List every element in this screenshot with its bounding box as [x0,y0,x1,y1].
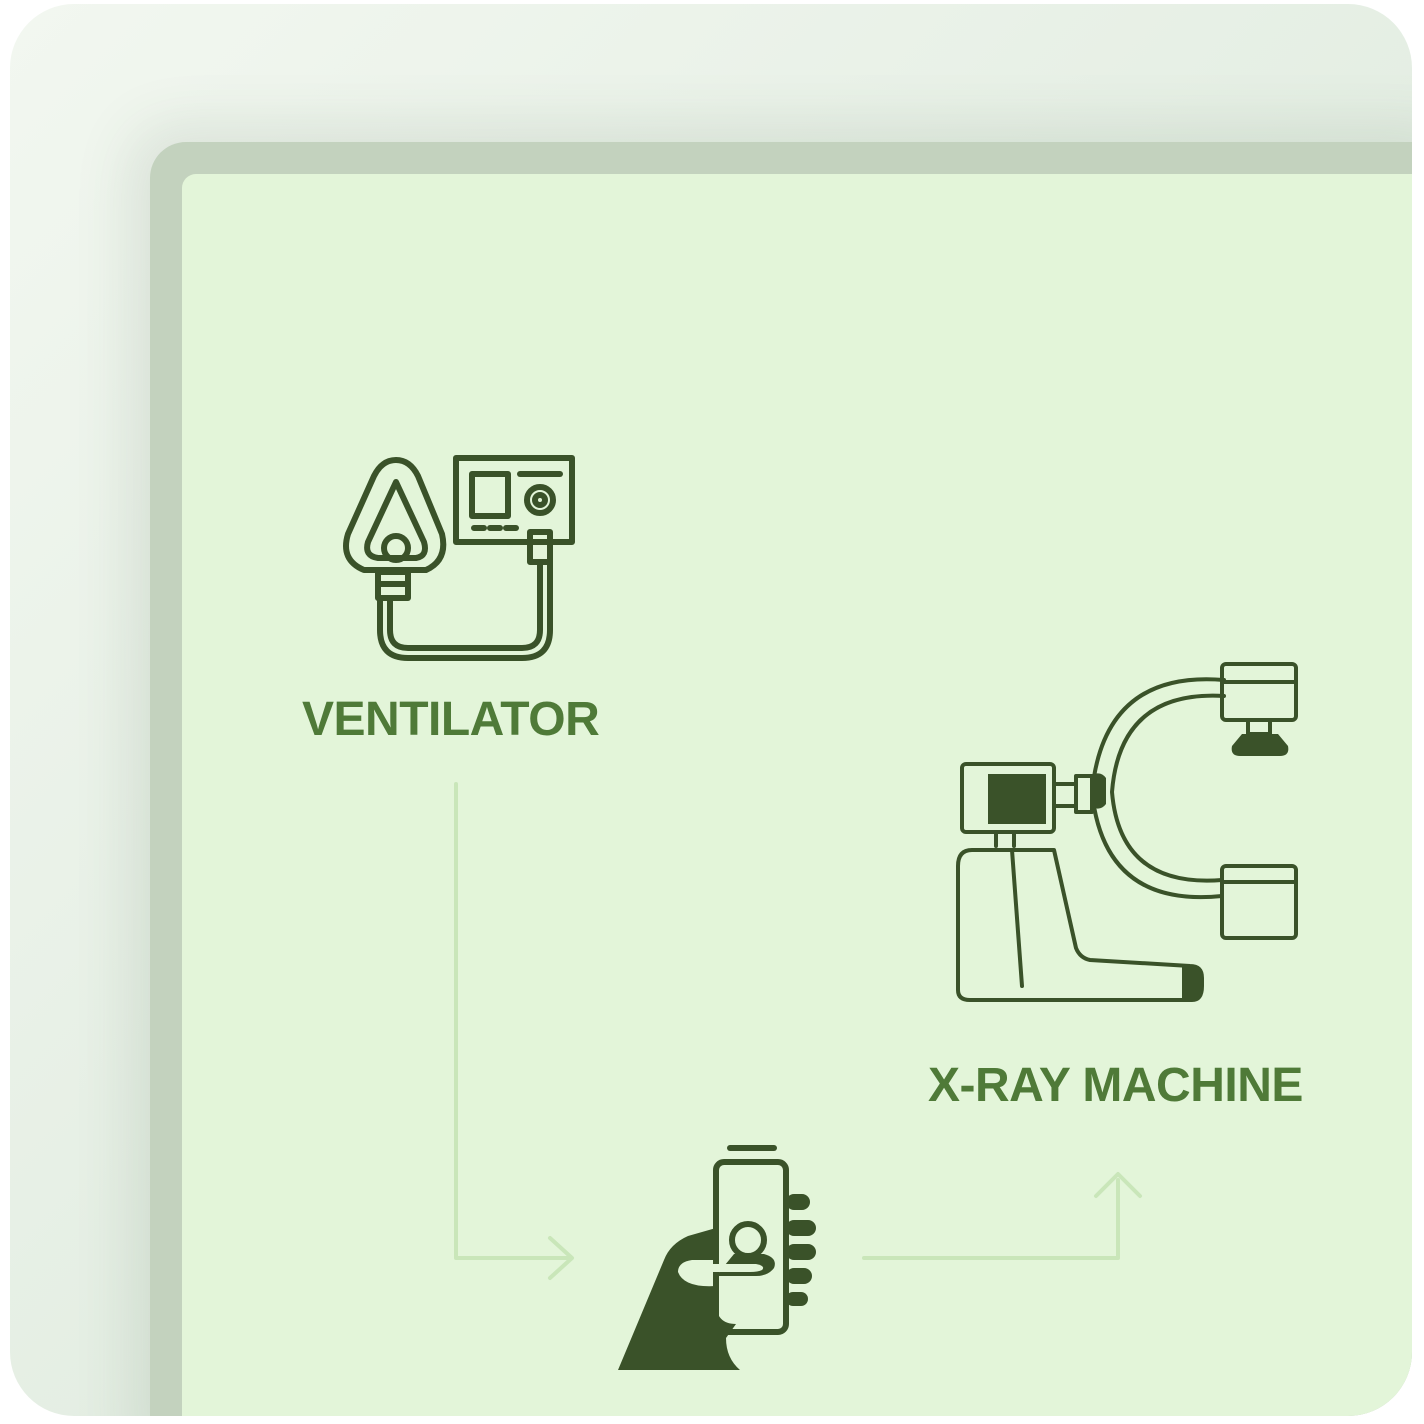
connector-ventilator-to-handheld [454,782,570,1260]
diagram-panel: VENTILATOR [182,174,1412,1416]
arrowhead-right [548,1236,574,1280]
card: VENTILATOR [10,4,1412,1416]
handheld-scanner-icon [618,1145,816,1370]
connector-lines [454,782,1142,1280]
arrowhead-up [1094,1172,1142,1198]
xray-label: X-RAY MACHINE [928,1059,1303,1112]
c-arm-xray-icon [956,662,1298,1002]
ventilator-icon [343,455,575,661]
panel-frame: VENTILATOR [150,142,1412,1416]
connector-handheld-to-xray [862,1178,1120,1260]
ventilator-label: VENTILATOR [302,693,600,746]
